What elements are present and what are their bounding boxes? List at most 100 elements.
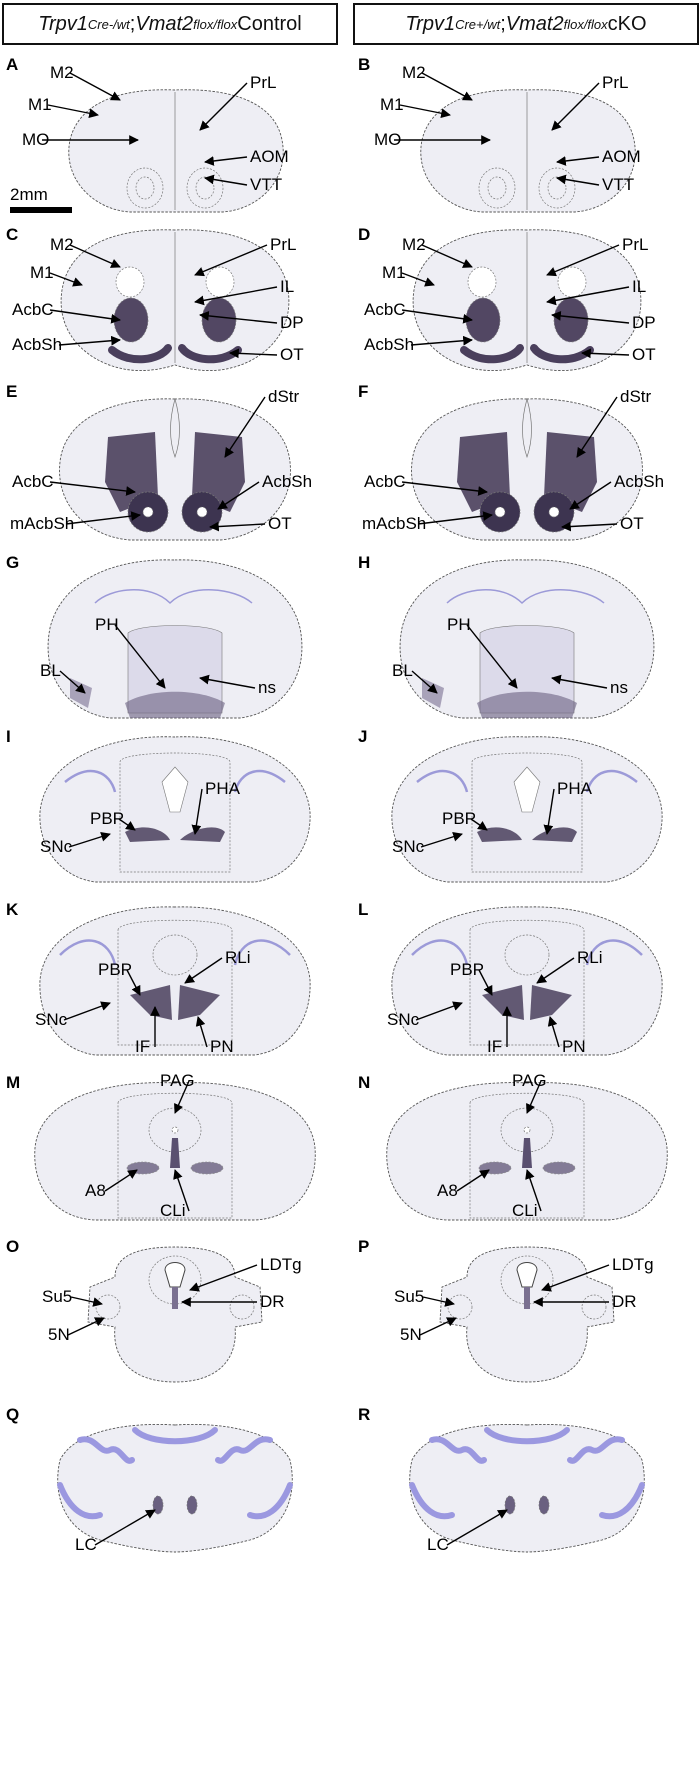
label-arrow — [59, 670, 86, 694]
dr-stain — [172, 1287, 178, 1309]
region-label: DP — [280, 313, 304, 332]
label-arrow — [581, 348, 630, 359]
hippocampus — [411, 939, 469, 966]
label-arrow — [421, 72, 473, 101]
label-arrow — [199, 311, 278, 324]
region-label: M2 — [50, 235, 74, 254]
lc-stain — [152, 1495, 164, 1515]
region-label: dStr — [268, 387, 300, 406]
region-label: VTT — [250, 175, 282, 194]
panel-letter: E — [6, 382, 17, 401]
label-arrow — [551, 311, 630, 324]
region-label: AcbC — [364, 472, 406, 491]
brain-outline — [411, 398, 643, 541]
gene-name: Trpv1 — [405, 12, 456, 35]
region-label: M2 — [402, 235, 426, 254]
region-label: OT — [268, 514, 292, 533]
hippocampus — [233, 770, 286, 793]
motor-nucleus — [95, 1294, 121, 1320]
midline — [522, 398, 532, 459]
dr-stain — [524, 1287, 530, 1309]
brain-outline — [57, 1424, 293, 1553]
panel-letter: A — [6, 55, 18, 74]
region-label: VTT — [602, 175, 634, 194]
ventricle — [494, 506, 506, 518]
cli-stain — [170, 1138, 180, 1168]
olfactory-ring — [478, 167, 516, 209]
label-arrow — [229, 348, 278, 359]
region-label: mAcbSh — [362, 514, 426, 533]
region-label: PrL — [270, 235, 296, 254]
ventricle — [115, 266, 145, 298]
cerebellar-folia — [77, 1436, 135, 1464]
panel-letter: K — [6, 900, 19, 919]
label-arrow — [541, 1264, 610, 1292]
region-label: RLi — [225, 948, 251, 967]
region-label: BL — [392, 661, 413, 680]
label-arrow — [126, 969, 141, 996]
cerebellar-folia — [409, 1482, 455, 1520]
region-label: LDTg — [612, 1255, 654, 1274]
region-label: DP — [632, 313, 656, 332]
label-arrow — [576, 396, 618, 458]
ventricle — [196, 506, 208, 518]
label-arrow — [63, 1001, 111, 1021]
panel-letter: I — [6, 727, 11, 746]
genotype-sup: Cre+/wt — [455, 16, 501, 32]
label-arrow — [422, 1296, 455, 1307]
vta-stain — [482, 985, 524, 1020]
region-label: AcbC — [12, 300, 54, 319]
scale-bar-label: 2mm — [10, 185, 48, 204]
label-arrow — [114, 624, 166, 689]
accumbens-stain — [201, 297, 237, 343]
hypothalamus-stain — [125, 691, 225, 718]
cerebellar-folia — [132, 1427, 218, 1445]
label-arrow — [70, 1296, 103, 1307]
region-label: CLi — [512, 1201, 538, 1220]
cerebellar-folia — [57, 1482, 103, 1520]
region-label: SNc — [35, 1010, 68, 1029]
genotype2-sup: flox/flox — [193, 16, 238, 32]
label-arrow — [67, 1317, 105, 1336]
hippocampus — [233, 939, 291, 966]
label-arrow — [194, 286, 278, 306]
olfactory-ring — [186, 167, 224, 209]
gene2-name: Vmat2 — [135, 12, 194, 35]
panel-letter: D — [358, 225, 370, 244]
panel-letter: H — [358, 553, 370, 572]
label-arrow — [551, 674, 608, 689]
region-label: mAcbSh — [10, 514, 74, 533]
cli-stain — [522, 1138, 532, 1168]
label-arrow — [69, 244, 121, 268]
label-arrow — [199, 82, 248, 131]
label-arrow — [184, 957, 223, 984]
vta-stain — [532, 827, 577, 842]
region-label: IF — [135, 1037, 150, 1056]
label-arrow — [419, 1317, 457, 1336]
label-arrow — [466, 624, 518, 689]
region-label: Su5 — [42, 1287, 72, 1306]
label-arrow — [417, 511, 493, 525]
ventricle — [467, 266, 497, 298]
olfactory-ring-inner — [487, 176, 507, 200]
label-arrow — [478, 969, 493, 996]
label-arrow — [546, 286, 630, 306]
panel-letter: R — [358, 1405, 370, 1424]
aqueduct — [161, 766, 189, 813]
label-arrow — [194, 244, 268, 277]
striatum-stain — [105, 432, 158, 512]
region-label: AOM — [602, 147, 641, 166]
region-label: IL — [280, 277, 294, 296]
region-label: A8 — [437, 1181, 458, 1200]
label-arrow — [47, 104, 99, 119]
hippocampus — [446, 589, 605, 605]
region-label: LC — [75, 1535, 97, 1554]
region-label: RLi — [577, 948, 603, 967]
region-label: PAG — [160, 1071, 195, 1090]
